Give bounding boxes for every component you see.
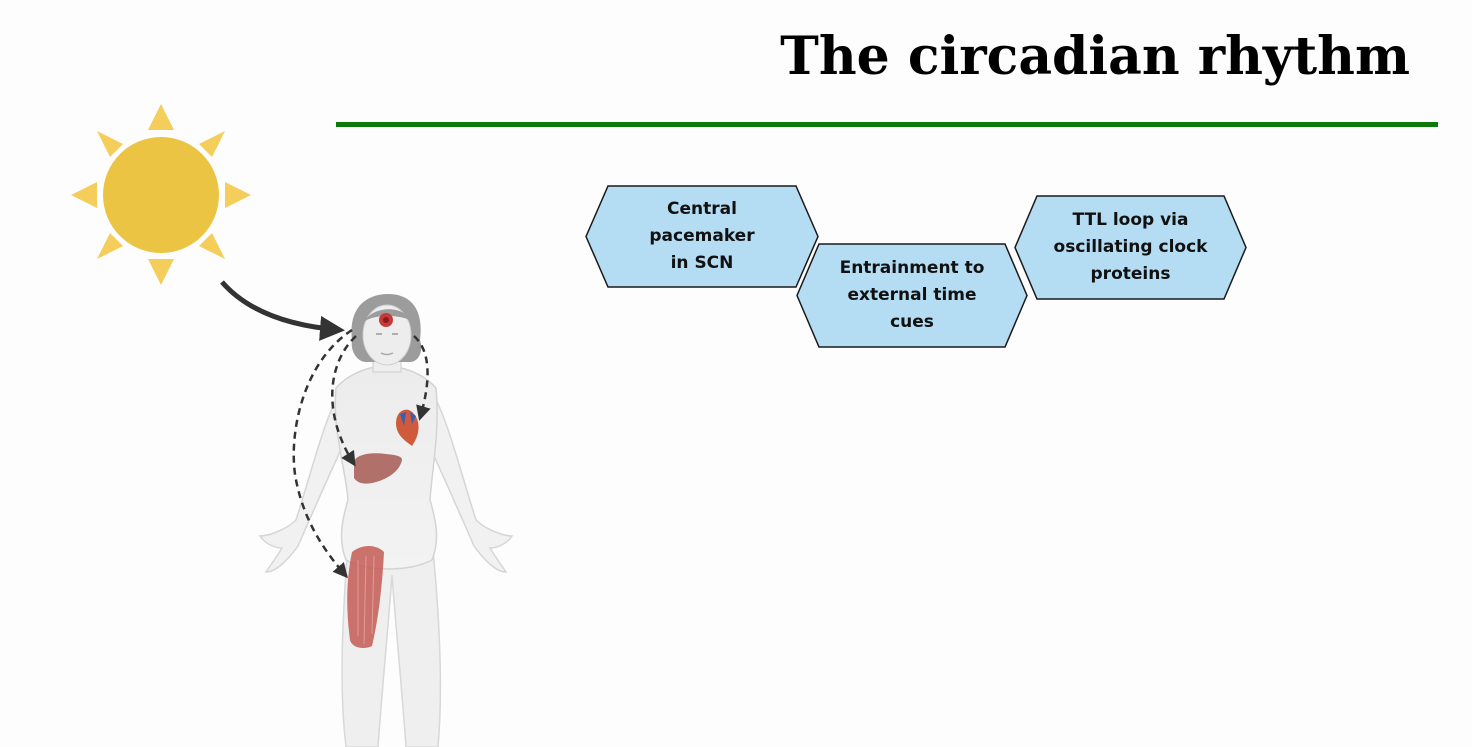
signal-arrow-muscle [292,328,353,579]
title-divider [336,122,1438,127]
heart-icon [396,409,419,446]
hexagon-label: Entrainment to external time cues [839,257,985,333]
hexagon-entrainment: Entrainment to external time cues [795,243,1029,348]
hexagon-central-pacemaker: Central pacemaker in SCN [584,185,820,288]
brain-scn-marker [379,313,393,327]
liver-icon [354,453,402,484]
thigh-muscle-icon [347,546,384,648]
hexagon-label: Central pacemaker in SCN [649,198,755,274]
sun-icon [71,104,251,285]
signal-arrow-heart [413,335,431,421]
circadian-illustration [71,104,514,747]
slide-title: The circadian rhythm [780,26,1410,87]
light-input-arrow [220,280,345,341]
hexagon-label: TTL loop via oscillating clock proteins [1053,209,1208,285]
human-body-figure [258,294,514,747]
hexagon-ttl-loop: TTL loop via oscillating clock proteins [1013,195,1248,300]
signal-arrow-liver [331,335,357,467]
muscle-striations [357,555,375,645]
